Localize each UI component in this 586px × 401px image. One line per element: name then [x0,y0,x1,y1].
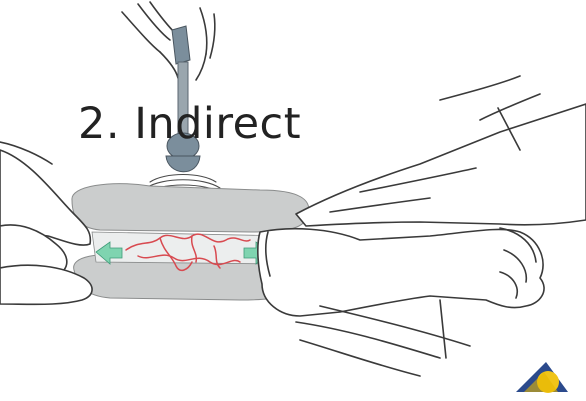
right-hand-top [296,76,586,226]
slide-caption: 2. Indirect [78,98,301,150]
left-hand [0,142,92,304]
hammer-hand [122,2,215,80]
right-hand-bottom [258,228,544,376]
triangle-logo-icon [516,362,568,393]
